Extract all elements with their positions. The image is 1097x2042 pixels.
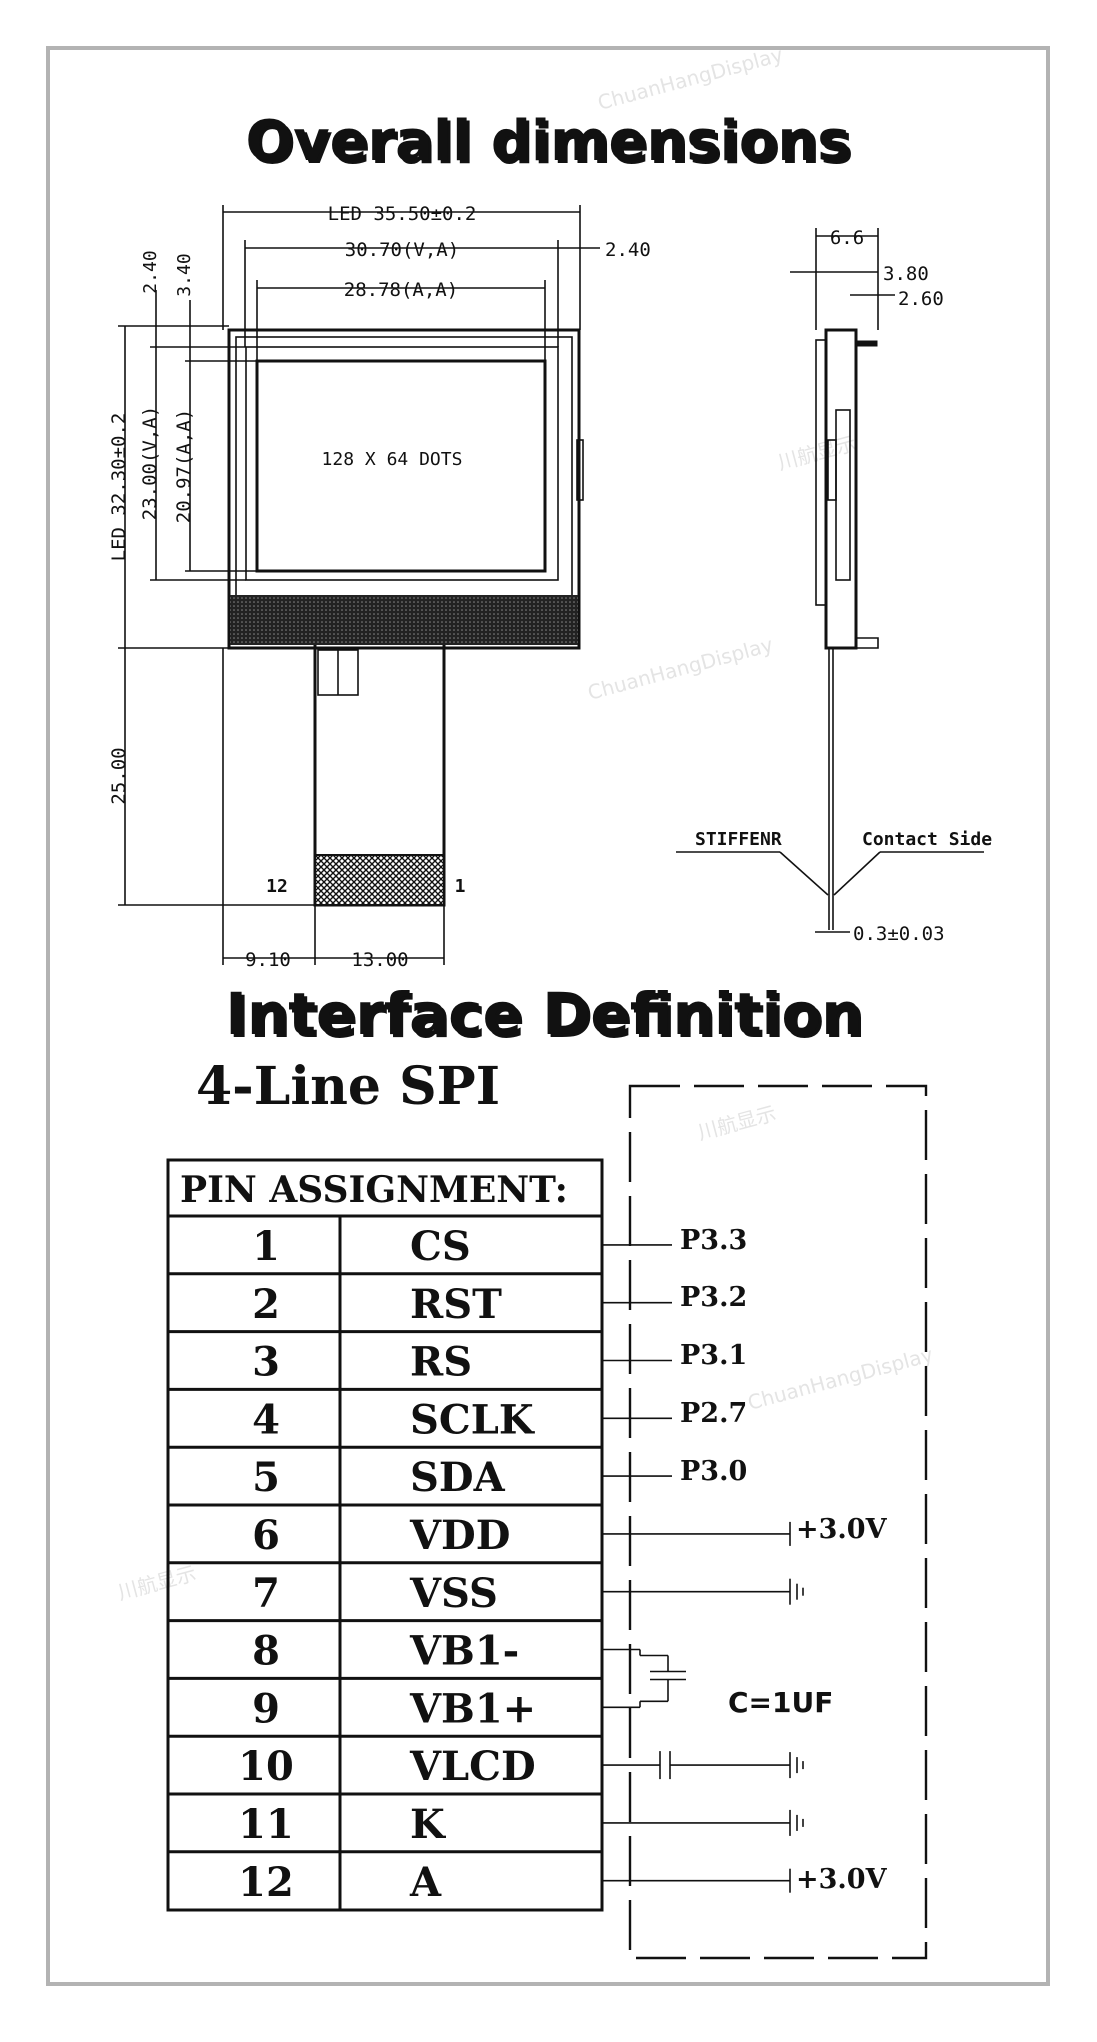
fpc-contacts [314, 854, 445, 906]
watermark-text: ChuanHangDisplay [745, 1342, 936, 1415]
pin-number: 10 [238, 1743, 294, 1790]
pin-signal-name: K [410, 1801, 446, 1848]
overall-dimensions-title: Overall dimensions [245, 109, 850, 174]
pin-number: 3 [252, 1339, 280, 1386]
pin-signal-name: SDA [410, 1454, 506, 1501]
pin-signal-name: VSS [409, 1570, 498, 1617]
tail-width-dim: 13.00 [351, 949, 408, 971]
signal-p32: P3.2 [680, 1282, 747, 1313]
watermark-text: 川航显示 [775, 431, 858, 475]
watermark-text: 川航显示 [695, 1101, 778, 1145]
signal-p27: P2.7 [680, 1398, 747, 1429]
viewing-area [245, 346, 559, 581]
tail-length-dim: 25.00 [108, 747, 130, 804]
title-shadow: Interface Definition [228, 983, 865, 1051]
pin-number: 11 [238, 1801, 294, 1848]
pin-number: 6 [252, 1512, 280, 1559]
signal-p31: P3.1 [680, 1340, 747, 1371]
fpc-thickness-dim: 0.3±0.03 [853, 923, 945, 945]
pin-number: 1 [252, 1223, 280, 1270]
interface-definition-title: Interface Definition [225, 980, 862, 1048]
side-body [824, 328, 858, 650]
wires [602, 1244, 804, 1893]
vdd-supply-label: +3.0V [796, 1514, 888, 1545]
pin-number: 9 [252, 1685, 280, 1732]
pin-signal-name: VDD [409, 1512, 510, 1559]
left-margin-1-dim: 2.40 [140, 250, 161, 293]
stiffener-label: STIFFENR [695, 829, 782, 850]
led-height-dim: LED 32.30±0.2 [108, 413, 130, 562]
side-view: 6.6 3.80 2.60 STIFFENR Contact Side 0.3±… [676, 227, 992, 945]
pin-signal-name: RST [410, 1281, 502, 1328]
pin-number: 8 [252, 1628, 280, 1675]
page-frame [46, 46, 1050, 1986]
title-shadow: Overall dimensions [248, 112, 853, 177]
side-2-dim: 2.60 [898, 288, 944, 310]
pin-1-label: 1 [455, 876, 466, 897]
watermark-text: ChuanHangDisplay [585, 632, 776, 705]
pin-number: 2 [252, 1281, 280, 1328]
pin-signal-name: CS [410, 1223, 471, 1270]
pin-number: 5 [252, 1454, 280, 1501]
host-dashed-box [628, 1084, 928, 1960]
signal-p30: P3.0 [680, 1456, 747, 1487]
pin-table-header: PIN ASSIGNMENT: [180, 1169, 568, 1211]
va-width-dim: 30.70(V,A) [345, 239, 459, 261]
left-margin-2-dim: 3.40 [174, 253, 195, 296]
contact-side-label: Contact Side [862, 829, 992, 850]
dots-label: 128 X 64 DOTS [322, 449, 463, 470]
pin-number: 4 [252, 1396, 280, 1443]
pin-number: 7 [252, 1570, 280, 1617]
circuit: P3.3 P3.2 P3.1 P2.7 P3.0 +3.0V C=1UF +3.… [602, 1084, 928, 1960]
watermark-text: ChuanHangDisplay [595, 42, 786, 115]
pin-signal-name: VB1- [409, 1628, 519, 1675]
led-band [230, 595, 578, 645]
pin-signal-name: SCLK [410, 1396, 535, 1443]
thickness-dim: 6.6 [830, 227, 864, 249]
a-supply-label: +3.0V [796, 1864, 888, 1895]
offset-dim: 9.10 [245, 949, 291, 971]
aa-height-dim: 20.97(A,A) [173, 409, 195, 523]
pin-rows: 1 CS 2 RST 3 RS 4 SCLK 5 SDA 6 VDD 7 VSS 8 VB1- 9 VB1+ 10 V… [168, 1223, 602, 1906]
watermarks: ChuanHangDisplay 川航显示 ChuanHangDisplay 川… [115, 42, 936, 1605]
led-width-dim: LED 35.50±0.2 [328, 203, 477, 225]
side-1-dim: 3.80 [883, 263, 929, 285]
signal-p33: P3.3 [680, 1225, 747, 1256]
watermark-text: 川航显示 [115, 1561, 198, 1605]
va-height-dim: 23.00(V,A) [139, 406, 161, 520]
pin-signal-name: VLCD [409, 1743, 536, 1790]
pin-number: 12 [238, 1859, 294, 1906]
active-area [255, 359, 547, 573]
right-margin-dim: 2.40 [605, 239, 651, 261]
pin-signal-name: RS [410, 1339, 472, 1386]
led-outline [227, 328, 581, 650]
front-view: 128 X 64 DOTS 12 1 LED 35.50±0.2 30.70(V… [108, 203, 651, 971]
aa-width-dim: 28.78(A,A) [344, 279, 458, 301]
pin-12-label: 12 [266, 876, 288, 897]
pin-signal-name: A [409, 1859, 442, 1906]
pin-table: PIN ASSIGNMENT: 1 CS 2 RST 3 RS 4 SCLK 5 SDA 6 VDD 7… [166, 1158, 604, 1912]
capacitor-label: C=1UF [728, 1686, 833, 1719]
spi-mode-title: 4-Line SPI [196, 1056, 500, 1117]
pin-signal-name: VB1+ [409, 1685, 536, 1732]
side-tab [576, 439, 584, 501]
